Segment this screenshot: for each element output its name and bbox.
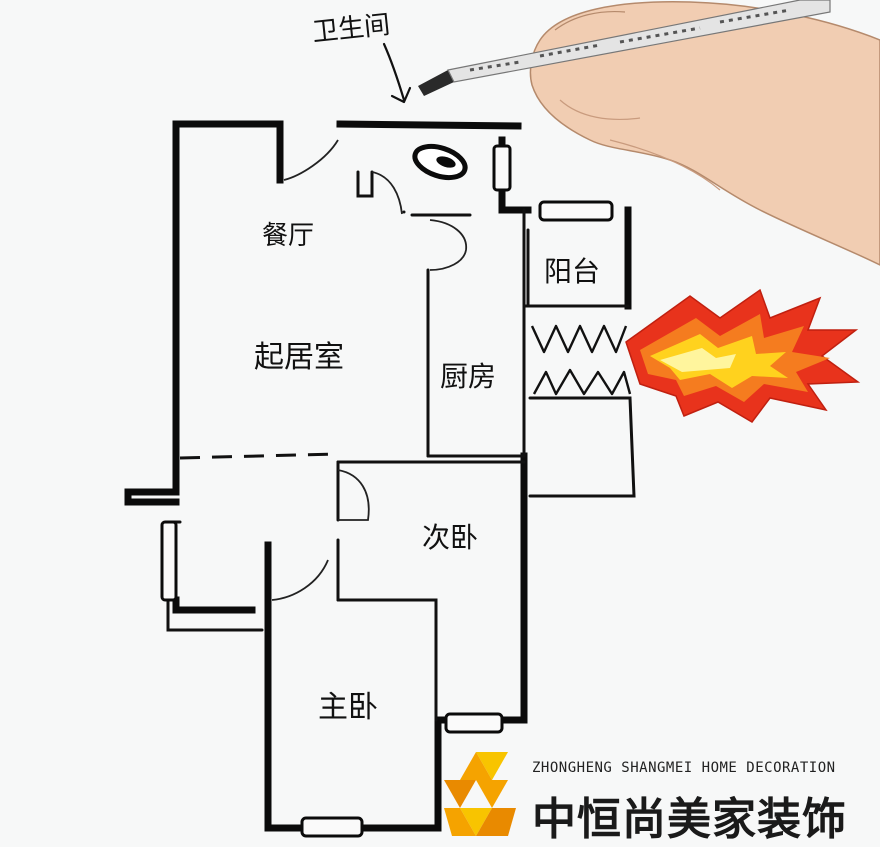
kitchen-label: 厨房 xyxy=(440,360,497,393)
hand-icon xyxy=(529,1,880,266)
company-logo-icon xyxy=(444,752,516,836)
area-divider-dashed xyxy=(179,452,337,460)
pen-icon xyxy=(418,0,831,96)
outer-walls xyxy=(124,120,632,832)
second-bedroom-label: 次卧 xyxy=(422,521,479,554)
door-swings xyxy=(271,139,467,601)
dining-room-label: 餐厅 xyxy=(262,221,315,251)
fire-icon xyxy=(625,288,861,423)
brand-name-english: ZHONGHENG SHANGMEI HOME DECORATION xyxy=(532,760,836,776)
master-bedroom-label: 主卧 xyxy=(318,690,378,725)
balcony-label: 阳台 xyxy=(544,255,601,288)
living-room-label: 起居室 xyxy=(254,340,344,375)
brand-name-chinese: 中恒尚美家装饰 xyxy=(532,794,847,845)
stove-burners xyxy=(530,324,632,396)
windows xyxy=(160,144,614,838)
bathroom-pointer-arrow xyxy=(382,42,412,104)
toilet-icon xyxy=(412,143,468,181)
